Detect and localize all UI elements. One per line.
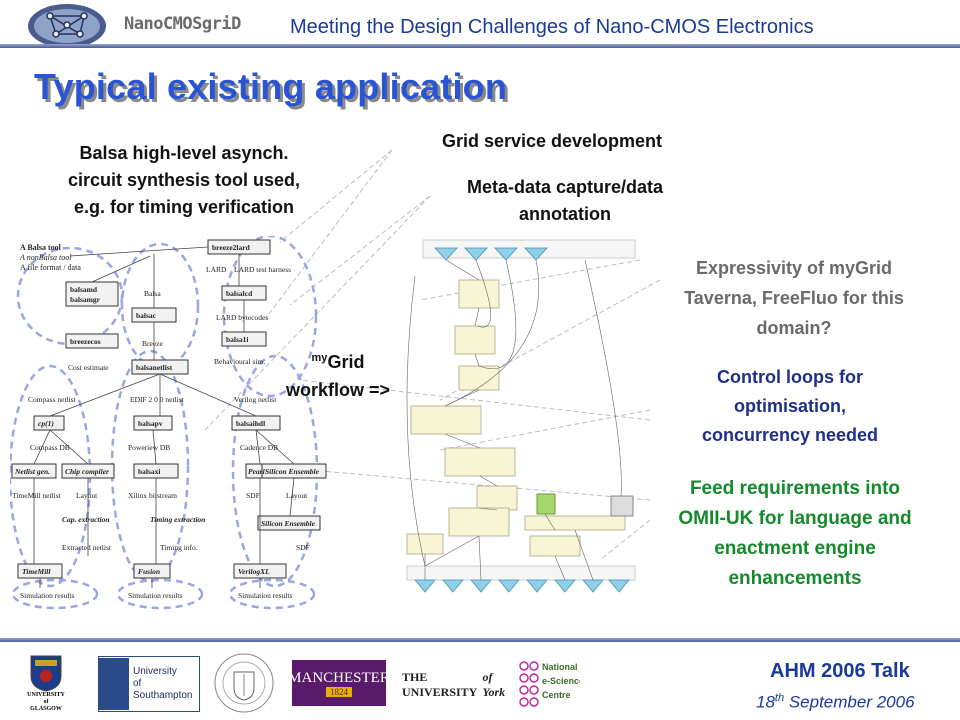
feed-line: OMII-UK for language and [678,508,912,529]
label-sim-results-2: Simulation results [128,591,182,600]
svg-text:Centre: Centre [542,690,571,700]
metadata-line: annotation [519,204,611,224]
control-loops-line: Control loops for [717,367,863,387]
label-cadence-db: Cadence DB [240,443,278,452]
york-logo: THE UNIVERSITY of York [402,670,506,699]
date-suffix: th [774,692,785,704]
label-sdf: SDF [246,491,260,500]
header-subtitle: Meeting the Design Challenges of Nano-CM… [290,16,814,38]
tool-pearl: Pearl [248,467,266,476]
feed-line: enactment engine [714,538,876,559]
label-layout-2: Layout [286,491,308,500]
label-timing-info: Timing info. [160,543,198,552]
control-loops-note: Control loops for optimisation, concurre… [640,363,940,450]
tool-balsalcd: balsalcd [226,289,253,298]
metadata-line: Meta-data capture/data [466,177,664,197]
control-loops-line: concurrency needed [701,425,879,445]
tool-chip-compiler: Chip compiler [65,467,109,476]
nanocmos-globe-logo [26,2,108,50]
tool-balsaihdl: balsaihdl [236,419,265,428]
tool-breeze2lard: breeze2lard [212,243,251,252]
tool-balsapv: balsapv [138,419,163,428]
tool-balsac: balsac [136,311,157,320]
tool-fusion: Fusion [138,567,160,576]
svg-text:balsamd: balsamd [70,285,98,294]
mygrid-word: Grid [327,352,365,372]
label-cap-extraction: Cap. extraction [62,515,110,524]
label-sim-results-3: Simulation results [238,591,292,600]
balsa-flow-diagram: A Balsa tool A nonBalsa tool A file form… [10,236,327,610]
date-day: 18 [756,692,775,712]
label-behavioural: Behavioural sim. [214,357,265,366]
tool-balsaxi: balsaxi [138,467,161,476]
tool-netlist-gen: Netlist gen. [14,467,50,476]
balsa-caption-line: circuit synthesis tool used, [67,170,301,190]
label-sdf-2: SDF [296,543,310,552]
label-timing-extraction: Timing extraction [150,515,205,524]
expressivity-line: domain? [756,318,832,338]
legend-nonbalsa-tool: A nonBalsa tool [19,253,72,262]
label-compass-netlist: Compass netlist [28,395,77,404]
svg-text:National: National [542,662,578,672]
svg-text:balsamgr: balsamgr [70,295,101,304]
brand-name: NanoCMOSgriD [124,14,241,34]
label-layout: Layout [76,491,98,500]
label-poweriew-db: Poweriew DB [128,443,170,452]
control-loops-line: optimisation, [734,396,846,416]
tool-timemill: TimeMill [22,567,51,576]
label-balsa: Balsa [144,289,161,298]
tool-cp: cp(1) [38,419,54,428]
mygrid-workflow: workflow => [285,380,391,400]
tool-verilogxl: VerilogXL [238,567,270,576]
mygrid-sup: my [311,352,328,364]
metadata-label: Meta-data capture/data annotation [410,174,720,228]
legend-file-format: A file format / data [20,263,81,272]
feed-requirements-note: Feed requirements into OMII-UK for langu… [636,474,954,594]
tool-silicon-ensemble: Silicon Ensemble [265,467,320,476]
label-lard-bytecodes: LARD bytecodes [216,313,268,322]
label-verilog-netlist: Verilog netlist [234,395,277,404]
balsa-caption: Balsa high-level asynch. circuit synthes… [14,140,354,221]
expressivity-note: Expressivity of myGrid Taverna, FreeFluo… [638,253,950,343]
label-sim-results-1: Simulation results [20,591,74,600]
header-divider [0,44,960,48]
date-month-year: September 2006 [784,692,915,712]
svg-text:e-Science: e-Science [542,676,580,686]
label-breeze: Breeze [142,339,163,348]
tool-balsa1i: balsa1i [226,335,249,344]
tool-balsanetlist: balsanetlist [136,363,173,372]
flow-legend: A Balsa tool A nonBalsa tool A file form… [19,243,81,272]
talk-title: AHM 2006 Talk [770,660,910,682]
legend-balsa-tool: A Balsa tool [20,243,62,252]
label-extracted-netlist: Extracted netlist [62,543,112,552]
talk-date: 18th September 2006 [756,692,915,713]
tool-breezecos: breezecos [70,337,101,346]
manchester-logo: MANCHESTER 1824 [288,660,390,706]
label-edif: EDIF 2 0 0 netlist [130,395,185,404]
expressivity-line: Expressivity of myGrid [695,258,893,278]
mygrid-label: myGrid workflow => [268,344,408,404]
balsa-caption-line: e.g. for timing verification [73,197,295,217]
feed-line: enhancements [728,568,862,589]
label-xilinx: Xilinx bitstream [128,491,177,500]
feed-line: Feed requirements into [689,478,901,499]
label-timemill-netlist: TimeMill netlist [12,491,62,500]
footer-divider [0,638,960,642]
slide-title: Typical existing application [34,66,508,107]
taverna-workflow-diagram [406,239,636,593]
label-compass-db: Compass DB [30,443,70,452]
balsa-caption-line: Balsa high-level asynch. [79,143,289,163]
edinburgh-logo [212,652,276,714]
label-cost-estimate: Cost estimate [68,363,109,372]
label-lard: LARD [206,265,227,274]
label-lard-test: LARD test harness [234,265,291,274]
tool-silicon-ensemble-2: Silicon Ensemble [261,519,316,528]
grid-service-label: Grid service development [441,131,663,151]
expressivity-line: Taverna, FreeFluo for this [684,288,904,308]
